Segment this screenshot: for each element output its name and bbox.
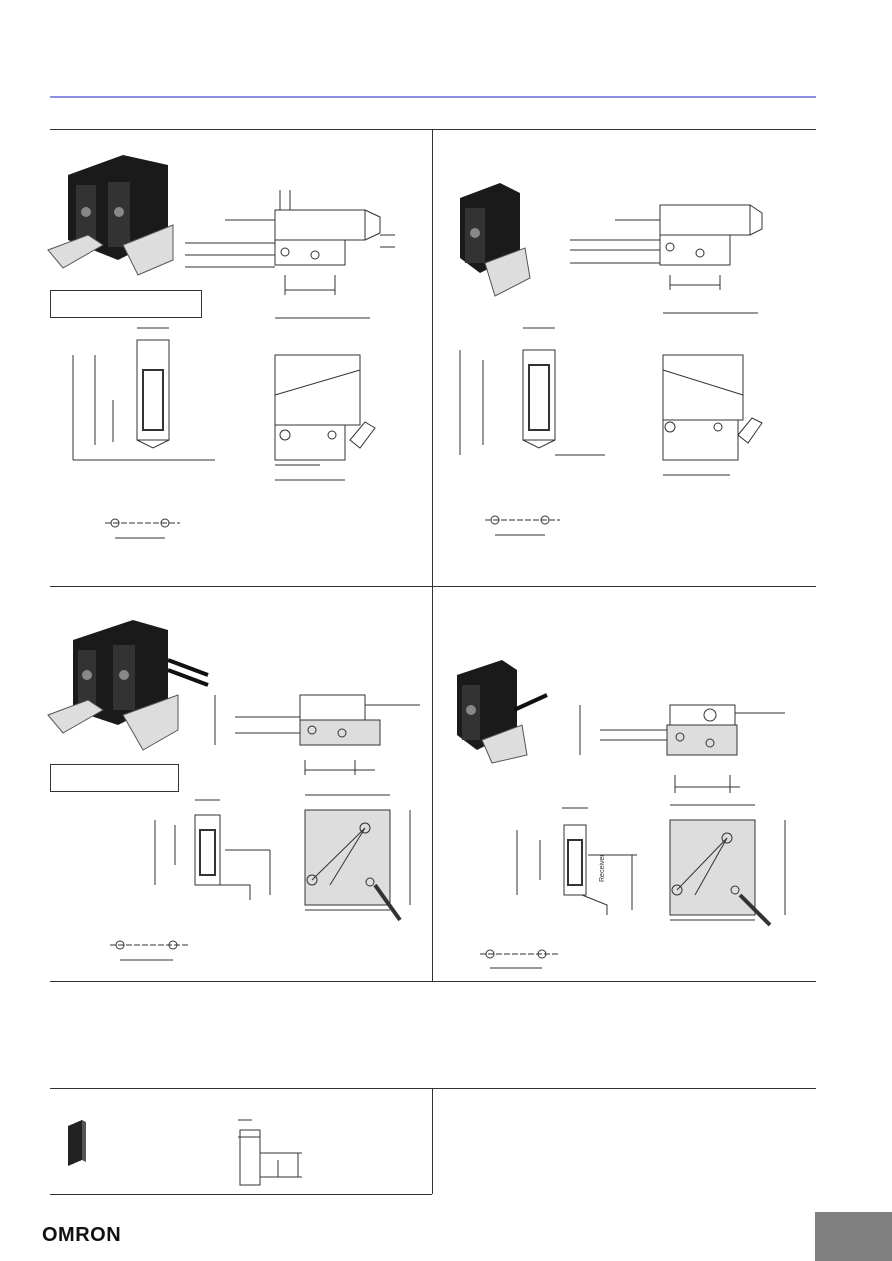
section-rule-middle	[50, 586, 816, 587]
section-divider-lower	[432, 1088, 433, 1194]
model-label-box-1	[50, 290, 202, 318]
reflector-photo	[68, 1120, 86, 1166]
mounting-hole-pitch-3	[110, 940, 188, 961]
dimension-drawing-front-2	[459, 327, 605, 456]
section-rule-bottom	[50, 981, 816, 982]
sensor-photo-pair-1	[47, 155, 174, 276]
reflector-dimension-drawing	[238, 1119, 302, 1186]
dimension-drawing-top-view-4	[579, 704, 785, 793]
page-edge-tab	[815, 1212, 892, 1261]
dimension-drawing-front-3	[154, 799, 271, 900]
section-rule-top	[50, 129, 816, 130]
section-divider-upper	[432, 129, 433, 981]
mounting-hole-pitch-2	[485, 515, 560, 536]
header-rule	[50, 96, 816, 98]
section-rule-lower-bottom	[50, 1194, 432, 1195]
dimension-drawing-side-3	[304, 794, 411, 922]
model-label-box-2	[50, 764, 179, 792]
mounting-hole-pitch-4	[480, 949, 558, 969]
dimension-drawing-front-1	[72, 327, 215, 461]
dimension-drawing-top-view-2	[570, 204, 763, 290]
brand-logo: OMRON	[42, 1224, 122, 1246]
receiver-label: Receiver	[599, 854, 606, 882]
sensor-photo-single-2	[457, 660, 548, 764]
dimension-drawing-side-2	[662, 312, 763, 476]
dimension-drawing-front-4: Receiver	[516, 807, 637, 915]
dimension-drawing-side-1	[274, 317, 376, 481]
dimension-drawing-side-4	[669, 804, 786, 927]
section-rule-lower-top	[50, 1088, 816, 1089]
sensor-photo-single-1	[460, 183, 531, 297]
dimension-drawing-top-view-3	[214, 694, 420, 775]
sensor-photo-pair-2	[47, 620, 209, 751]
dimension-drawing-top-view-1	[185, 190, 395, 295]
mounting-hole-pitch-1	[105, 518, 180, 539]
